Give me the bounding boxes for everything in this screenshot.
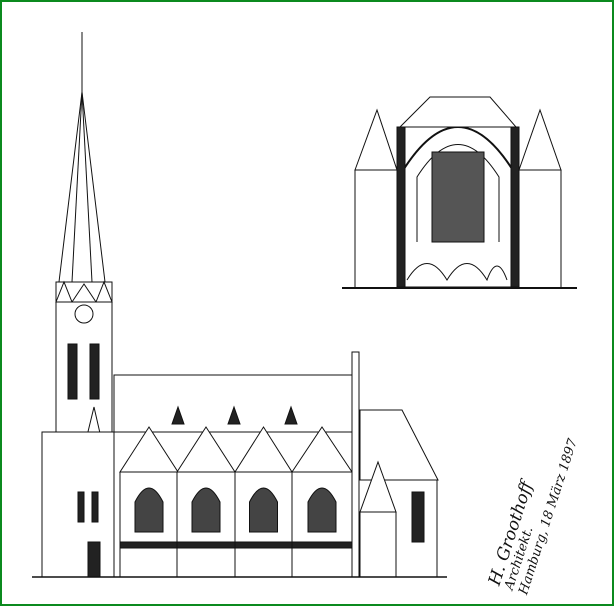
bay-part [291,426,353,473]
bay-part [119,541,179,549]
bay-part [234,541,293,549]
bay-part [234,426,293,473]
bay-part [134,487,164,533]
bay-part [176,541,236,549]
bay-part [307,487,337,533]
bay-part [249,487,278,533]
church-cross-section [342,96,577,289]
bay-part [119,426,179,473]
church-elevation [32,32,447,578]
bay-part [191,487,221,533]
bay-part [176,426,236,473]
bay-part [291,541,353,549]
